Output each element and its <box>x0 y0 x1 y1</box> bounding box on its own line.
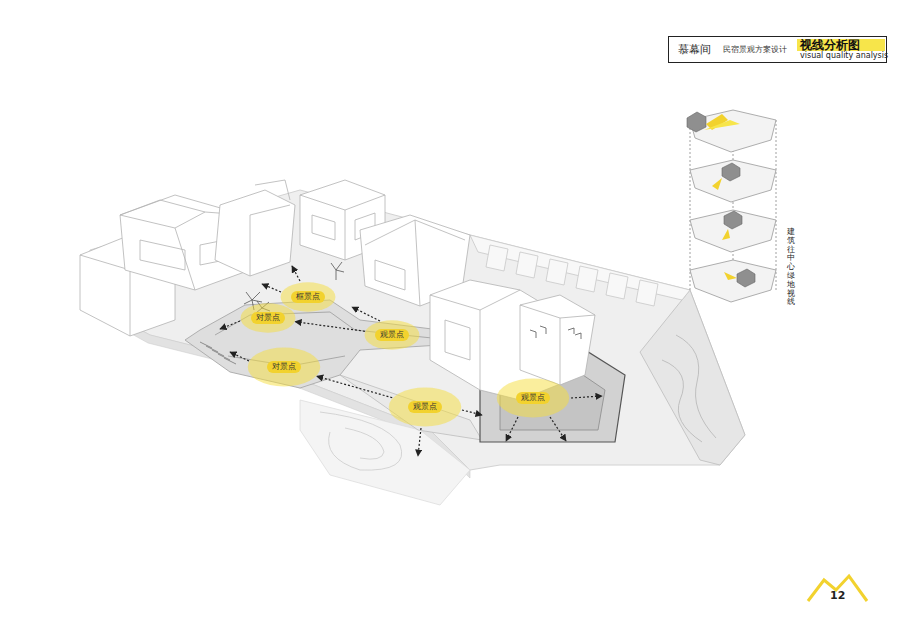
floor-stack <box>724 211 742 229</box>
sight-line <box>220 321 240 329</box>
viewpoint-glow <box>497 378 570 417</box>
floor-stack <box>687 112 706 132</box>
floor-stack <box>722 229 730 240</box>
sight-line <box>262 284 281 292</box>
node-text: 观景点 <box>408 401 442 413</box>
node-text: 对景点 <box>251 312 285 324</box>
sight-line-connector <box>295 322 365 332</box>
buildings <box>80 180 595 400</box>
viewpoint-circle: 框景点 <box>280 282 336 312</box>
parking <box>636 280 658 306</box>
viewpoint-glow <box>241 303 296 332</box>
sight-line <box>506 417 518 441</box>
floor-stack <box>687 110 776 302</box>
sight-line <box>292 266 300 281</box>
viewpoint-glow <box>389 387 462 426</box>
buildings <box>520 305 595 385</box>
slope <box>676 335 716 438</box>
terrace-garden <box>185 300 440 388</box>
node-text: 观景点 <box>375 329 409 341</box>
node-text: 民宿景观方案设计 <box>723 44 787 55</box>
floor-stack <box>690 210 776 252</box>
sight-line <box>571 396 602 398</box>
parking <box>516 252 538 278</box>
buildings <box>520 295 595 385</box>
lawn-contours <box>320 412 402 470</box>
buildings <box>430 290 520 390</box>
trees <box>331 262 344 280</box>
buildings <box>250 180 290 276</box>
parking <box>576 266 598 292</box>
sight-line <box>462 410 482 415</box>
parking <box>546 259 568 285</box>
viewpoint-circle: 对景点 <box>247 347 321 387</box>
sight-line <box>220 266 602 456</box>
viewpoint-circle: 观景点 <box>364 320 420 350</box>
viewpoint-glow <box>248 347 321 386</box>
viewpoint-circle: 观景点 <box>496 378 570 418</box>
sight-line-connector <box>317 376 392 397</box>
vertical-note: 建筑往中心绿地视线 <box>787 228 795 307</box>
buildings <box>215 190 295 276</box>
subtitle: visual quality analysis <box>800 51 888 60</box>
floor-stack <box>690 260 776 302</box>
page-mark <box>808 576 867 601</box>
sight-line <box>352 307 380 321</box>
sight-line <box>230 352 249 361</box>
page-number: 12 <box>830 589 845 602</box>
node-text: 观景点 <box>516 392 550 404</box>
floor-stack <box>722 163 740 181</box>
node-text: 框景点 <box>291 291 325 303</box>
viewpoint-glow <box>281 282 336 311</box>
floor-stack <box>724 272 737 280</box>
parking <box>486 245 508 271</box>
floor-stack <box>737 269 755 287</box>
sight-line <box>550 417 566 441</box>
node-text: 慕幕间 <box>678 42 711 57</box>
node-text: 对景点 <box>267 361 301 373</box>
slope <box>640 290 745 465</box>
parking <box>606 273 628 299</box>
page-mark <box>808 576 867 601</box>
site-ground <box>85 190 745 470</box>
terrace-garden <box>340 375 482 440</box>
sight-line <box>418 428 421 456</box>
floor-stack <box>712 178 722 190</box>
floor-stack <box>704 120 740 130</box>
furniture <box>530 326 581 339</box>
viewpoint-glow <box>365 320 420 349</box>
slope <box>640 290 745 465</box>
floor-stack <box>690 160 776 202</box>
lawn-contours <box>345 428 384 459</box>
terrace-garden <box>200 342 236 364</box>
furniture <box>530 326 581 339</box>
viewpoint-circle: 观景点 <box>388 387 462 427</box>
viewpoint-circle: 对景点 <box>240 303 296 333</box>
